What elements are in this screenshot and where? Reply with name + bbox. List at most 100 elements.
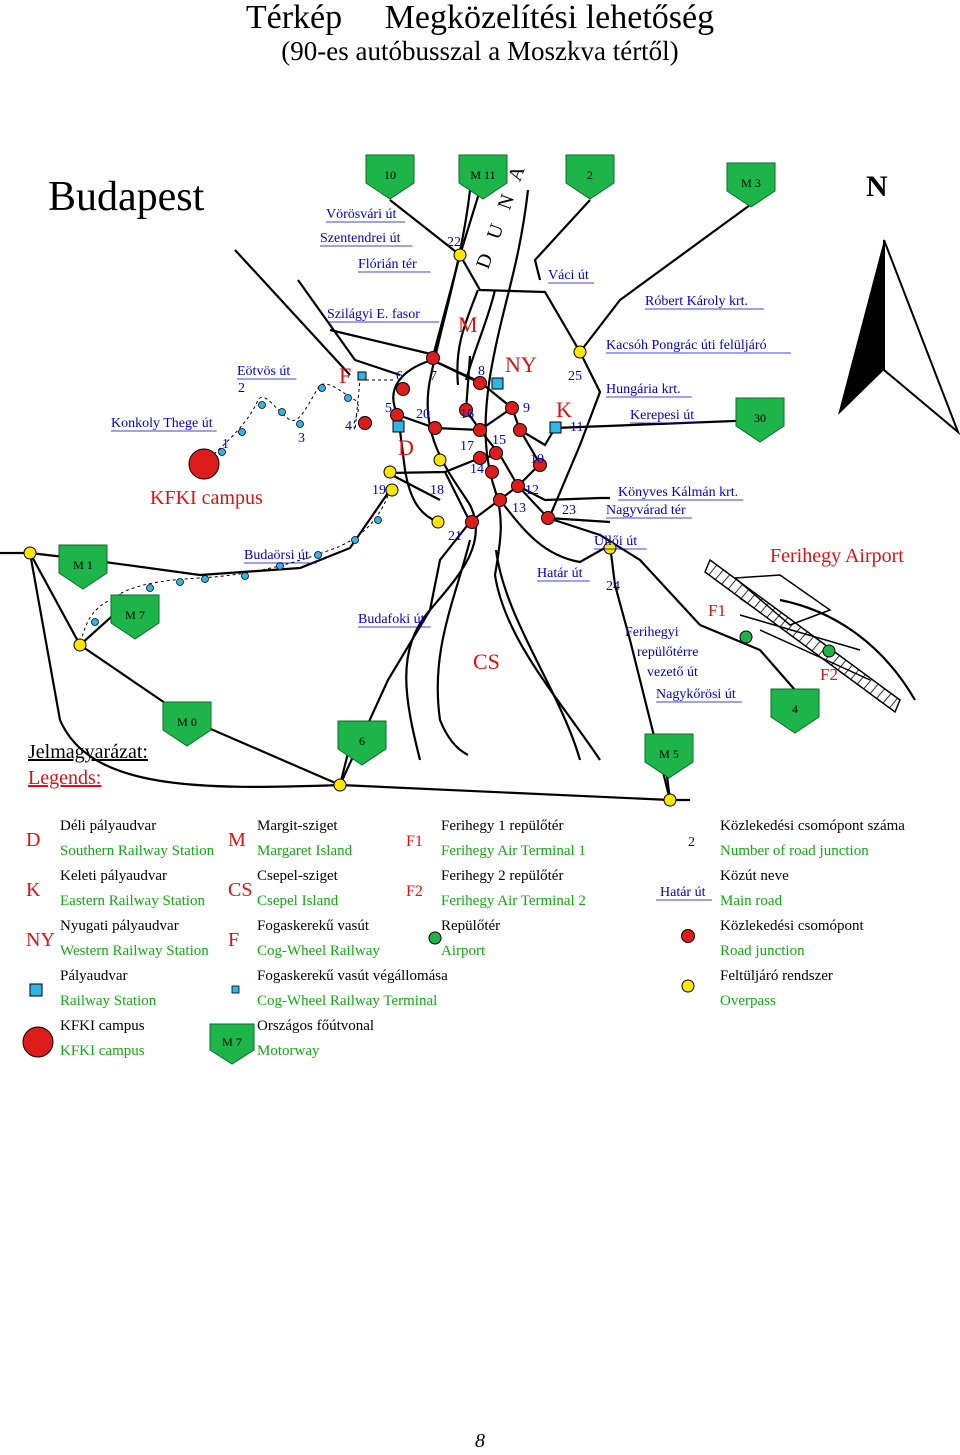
- title-right: Megközelítési lehetőség: [384, 0, 715, 36]
- legend-label-hu: Déli pályaudvar: [60, 818, 156, 834]
- motorway-badge-label: 2: [587, 168, 593, 182]
- junction-number: 20: [416, 407, 430, 422]
- road-label: Váci út: [548, 268, 589, 283]
- legend-symbol: CS: [228, 879, 252, 901]
- motorway-badge: M 0: [162, 701, 212, 747]
- motorway-badge-icon: [209, 1023, 255, 1065]
- letter-d: D: [398, 435, 414, 460]
- junction-number: 7: [430, 369, 437, 384]
- legend-label-hu: Ferihegy 1 repülőtér: [441, 818, 563, 834]
- legend-label-en: Road junction: [720, 943, 805, 959]
- legend-label-hu: Margit-sziget: [257, 818, 338, 834]
- motorway-badge-label: 10: [384, 168, 396, 182]
- letter-cs: CS: [473, 649, 500, 674]
- road-junction-dot: [505, 401, 519, 415]
- cog-wheel-terminal-icon: [231, 985, 240, 994]
- overpass-dot: [453, 248, 467, 262]
- legend-symbol: 2: [688, 835, 695, 850]
- legend-label-hu: Keleti pályaudvar: [60, 868, 167, 884]
- motorway-badge: 4: [770, 688, 820, 734]
- legend-label-en: Southern Railway Station: [60, 843, 215, 859]
- legend-symbol: F1: [406, 833, 423, 850]
- road-junction-dot: [390, 408, 404, 422]
- junction-number: 23: [562, 503, 576, 518]
- junction-number: 1: [222, 437, 229, 452]
- legend-label-hu: Fogaskerekű vasút végállomása: [257, 968, 448, 984]
- legend-symbol: M 7: [222, 1035, 242, 1049]
- ferihegy-airport-label: Ferihegy Airport: [770, 545, 904, 567]
- legend-label-hu: Csepel-sziget: [257, 868, 339, 884]
- motorway-badge: M 5: [644, 733, 694, 779]
- letter-k: K: [556, 397, 572, 422]
- road-label: Konkoly Thege út: [111, 416, 213, 431]
- page-number: 8: [475, 1430, 485, 1452]
- motorway-badge: 6: [337, 720, 387, 766]
- road-junction-dot: [473, 376, 487, 390]
- junction-number: 25: [568, 369, 582, 384]
- station-d-icon: [392, 420, 405, 433]
- road-label: Budaörsi út: [244, 548, 309, 563]
- road-label: Szentendrei út: [320, 231, 401, 246]
- road-junction-dot: [533, 458, 547, 472]
- letter-ny: NY: [505, 352, 537, 377]
- letter-f: F: [339, 363, 351, 388]
- legend-label-en: Margaret Island: [257, 843, 353, 859]
- junction-number: 14: [470, 462, 484, 477]
- junction-number: 12: [525, 483, 539, 498]
- motorway-badge-label: 6: [359, 734, 365, 748]
- railway-station-icon: [29, 983, 43, 997]
- legend-label-en: Cog-Wheel Railway: [257, 943, 380, 959]
- legend-label-en: Eastern Railway Station: [60, 893, 205, 909]
- motorway-badge-label: M 0: [177, 715, 197, 729]
- motorway-badge: M 7: [110, 594, 160, 640]
- road-junction-dot: [358, 416, 372, 430]
- legend-symbol: NY: [26, 929, 55, 951]
- road-label: Határ út: [537, 566, 583, 581]
- cog-wheel-stop-dot: [374, 516, 382, 524]
- legend-label-hu: Közlekedési csomópont száma: [720, 818, 905, 834]
- north-arrow-icon: [838, 239, 960, 435]
- cog-wheel-stop-dot: [238, 428, 246, 436]
- motorway-badge-label: M 7: [125, 608, 145, 622]
- cog-wheel-stop-dot: [278, 408, 286, 416]
- legend-label-en: Motorway: [257, 1043, 320, 1059]
- road-junction-dot: [459, 403, 473, 417]
- legend-label-en: Western Railway Station: [60, 943, 209, 959]
- cog-wheel-stop-dot: [296, 420, 304, 428]
- motorway-badge: 2: [565, 154, 615, 200]
- road-label: Róbert Károly krt.: [645, 294, 748, 309]
- legend-label-en: Cog-Wheel Railway Terminal: [257, 993, 437, 1009]
- road-junction-dot: [473, 451, 487, 465]
- junction-number: 9: [523, 401, 530, 416]
- railway-stations: [357, 371, 562, 434]
- kfki-campus-icon: [22, 1026, 54, 1058]
- legend-symbol: F: [228, 929, 239, 951]
- airport-icon: [428, 931, 442, 945]
- motorway-badge: 30: [735, 397, 785, 443]
- road-label: Kerepesi út: [630, 408, 694, 423]
- motorway-badge-label: M 3: [741, 176, 761, 190]
- road-junction-dot: [485, 465, 499, 479]
- junction-number: 16: [460, 407, 474, 422]
- junction-number: 21: [448, 529, 462, 544]
- cog-wheel-stop-dot: [344, 394, 352, 402]
- legend-label-hu: Nyugati pályaudvar: [60, 918, 179, 934]
- legend-label-en: Airport: [441, 943, 486, 959]
- legend-symbol: F2: [406, 883, 423, 900]
- cog-wheel-stop-dot: [241, 572, 249, 580]
- legend-label-en: Number of road junction: [720, 843, 869, 859]
- road-junction-dot: [493, 493, 507, 507]
- station-ny-icon: [491, 377, 504, 390]
